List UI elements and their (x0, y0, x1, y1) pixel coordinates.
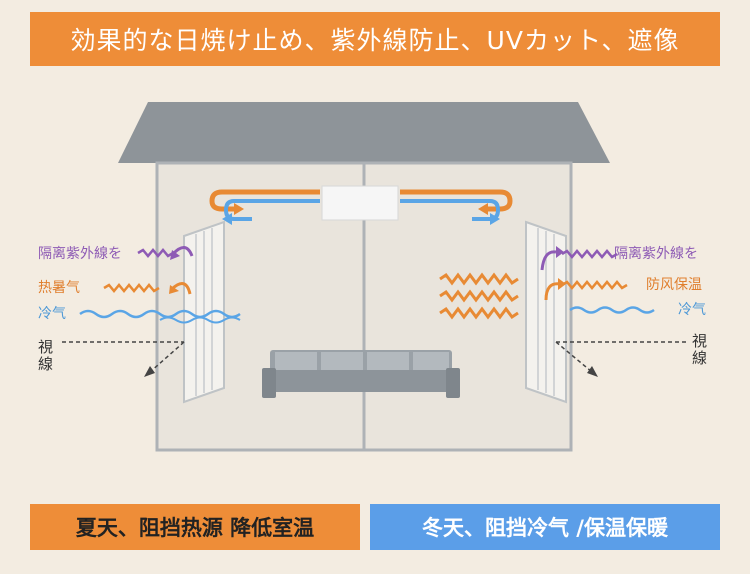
sofa (262, 350, 460, 398)
summer-caption-text: 夏天、阻挡热源 降低室温 (75, 516, 315, 540)
cold-wave-left-2 (159, 316, 241, 324)
heat-arrow-left (234, 203, 244, 215)
heat-flow-right (400, 189, 513, 212)
label-left-view: 視線 (38, 338, 54, 373)
uv-wave-left (137, 248, 174, 258)
label-left-heat: 热暑气 (38, 280, 80, 296)
label-right-view: 視線 (692, 332, 708, 367)
heat-arrow-right (478, 203, 488, 215)
label-right-cold: 冷气 (678, 302, 706, 318)
heat-wave-inside-3 (439, 306, 519, 320)
heat-wave-inside-2 (439, 289, 519, 303)
heat-wave-left (103, 283, 160, 293)
cold-wave-right (569, 306, 655, 314)
label-right-wind: 防风保温 (646, 277, 702, 293)
winter-caption-text: 冬天、阻挡冷气 /保温保暖 (422, 516, 668, 540)
heat-flow-left (209, 189, 320, 212)
heat-wave-inside-1 (439, 272, 519, 286)
label-right-uv: 隔离紫外線を (614, 246, 698, 262)
uv-bounce-right (540, 250, 557, 271)
cold-wave-left-1 (79, 309, 241, 319)
uv-wave-right (561, 249, 618, 259)
wind-bounce-right (544, 282, 561, 301)
cold-arrow-right (490, 213, 500, 225)
summer-caption: 夏天、阻挡热源 降低室温 (30, 504, 360, 550)
winter-caption: 冬天、阻挡冷气 /保温保暖 (370, 504, 720, 550)
air-conditioner (321, 185, 399, 221)
title-text: 効果的な日焼け止め、紫外線防止、UVカット、遮像 (70, 26, 680, 55)
cold-arrow-left (222, 213, 232, 225)
wind-wave-right (561, 280, 628, 290)
label-left-cold: 冷气 (38, 306, 66, 322)
roof (118, 102, 610, 163)
label-left-uv: 隔离紫外線を (38, 246, 122, 262)
heat-bounce-left (170, 282, 192, 295)
title-banner: 効果的な日焼け止め、紫外線防止、UVカット、遮像 (30, 12, 720, 66)
uv-bounce-left (171, 246, 194, 257)
